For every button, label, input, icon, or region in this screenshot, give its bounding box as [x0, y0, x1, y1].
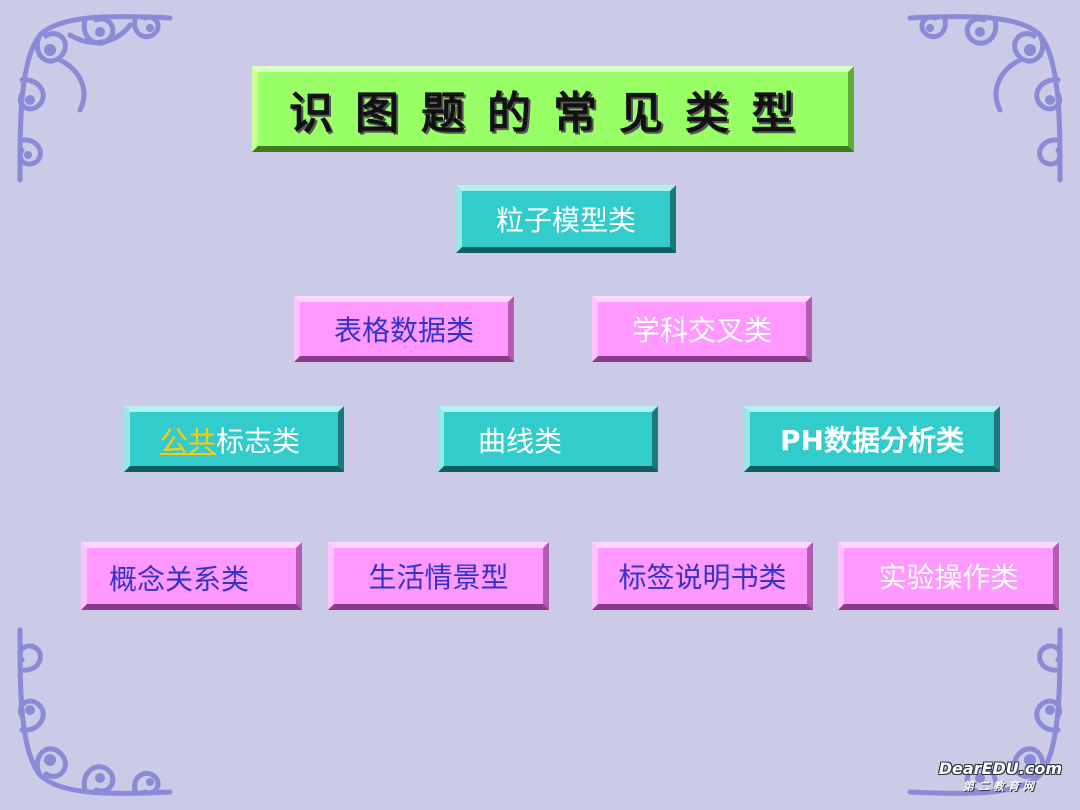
corner-ornament-bottom-left — [0, 620, 190, 810]
slide-title-box: 识图题的常见类型 — [252, 66, 854, 152]
box-public-signs: 公共标志类 — [124, 406, 344, 472]
corner-ornament-top-left — [0, 0, 190, 190]
box-label: 曲线类 — [478, 425, 563, 458]
ornament-swirl-icon — [907, 627, 1063, 796]
ornament-swirl-icon — [17, 14, 173, 183]
ornament-swirl-icon — [907, 14, 1063, 183]
box-experiment-operation: 实验操作类 — [838, 542, 1059, 610]
logo-line-1: DearEDU.com — [938, 759, 1062, 778]
hyperlink-public[interactable]: 公共 — [160, 425, 217, 458]
box-label: PH数据分析类 — [780, 424, 964, 457]
box-life-scenario: 生活情景型 — [328, 542, 549, 610]
box-table-data: 表格数据类 — [294, 296, 514, 362]
box-label: 粒子模型类 — [495, 204, 636, 237]
box-label: 标签说明书类 — [618, 561, 787, 594]
box-label: 概念关系类 — [109, 563, 250, 596]
box-ph-analysis: PH数据分析类 — [744, 406, 1000, 472]
logo-line-2: 第二教育网 — [962, 780, 1038, 793]
slide-title: 识图题的常见类型 — [289, 88, 817, 139]
box-concept-relation: 概念关系类 — [81, 542, 302, 610]
box-label: 公共标志类 — [160, 420, 300, 460]
corner-ornament-top-right — [890, 0, 1080, 190]
corner-ornament-bottom-right — [890, 620, 1080, 810]
box-label: 表格数据类 — [333, 314, 474, 347]
box-label-instructions: 标签说明书类 — [592, 542, 813, 610]
box-particle-model: 粒子模型类 — [456, 185, 676, 253]
ornament-swirl-icon — [17, 627, 173, 796]
dearedu-logo: DearEDU.com 第二教育网 — [939, 759, 1062, 794]
box-label: 生活情景型 — [368, 561, 509, 594]
box-interdisciplinary: 学科交叉类 — [592, 296, 812, 362]
box-label: 实验操作类 — [878, 561, 1019, 594]
box-label: 学科交叉类 — [631, 314, 772, 347]
box-curve: 曲线类 — [438, 406, 658, 472]
box-label-rest: 标志类 — [216, 425, 301, 458]
